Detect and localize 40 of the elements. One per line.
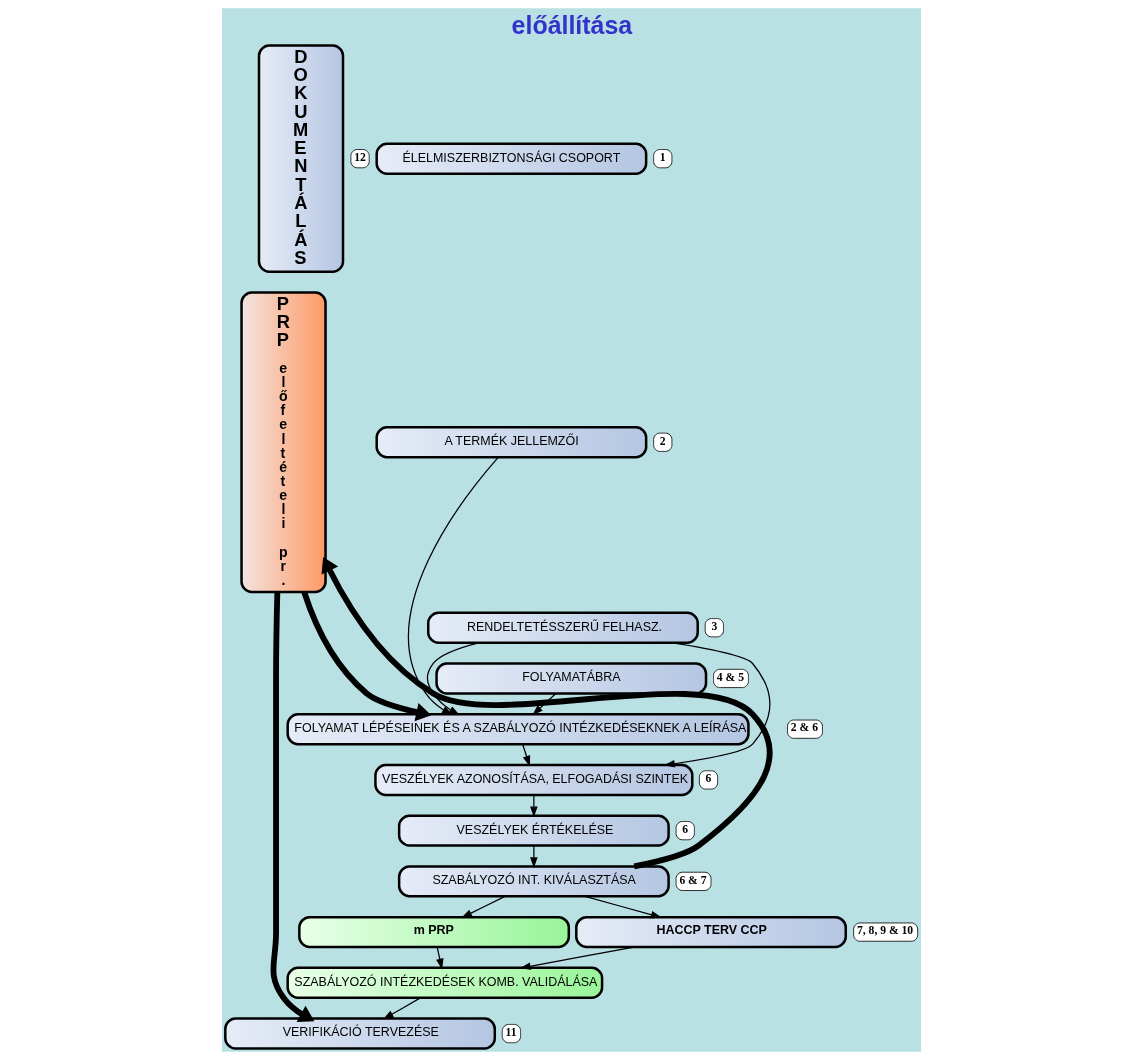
node-label: 2 & 6 [790,721,818,735]
node-label: 6 [681,822,688,836]
arrow [663,642,771,768]
node-label: 7, 8, 9 & 10 [856,924,913,938]
arrow [584,895,662,919]
node-label: 3 [710,619,717,633]
node-box: VERIFIKÁCIÓ TERVEZÉSE [223,1017,496,1050]
node-box: SZABÁLYOZÓ INTÉZKEDÉSEK KOMB. VALIDÁLÁSA [285,966,603,1000]
node-box: VESZÉLYEK ÉRTÉKELÉSE [397,814,670,847]
arrow [531,692,557,716]
node-box: FOLYAMATÁBRA [434,662,707,695]
arrow [435,946,443,970]
arrow [407,456,499,716]
node-box: RENDELTETÉSSZERŰ FELHASZ. [426,611,699,644]
node-label: 6 & 7 [678,873,707,887]
arrow [460,895,506,918]
node-box: HACCP TERV CCP [574,915,847,949]
diagram-title: előállítása [511,10,632,39]
arrow [426,642,480,716]
node-label: 11 [505,1025,517,1039]
node-box: SZABÁLYOZÓ INT. KIVÁLASZTÁSA [397,865,670,898]
node-box: ÉLELMISZERBIZTONSÁGI CSOPORT [374,142,647,175]
node-label: 2 [659,434,666,448]
arrow [529,845,538,869]
arrow [301,591,431,722]
node-label: 1 [659,150,666,164]
node-box: m PRP [297,915,570,949]
node-box: DOKUMENTÁLÁS [257,44,344,273]
node-box: VESZÉLYEK AZONOSÍTÁSA, ELFOGADÁSI SZINTEK [373,763,694,797]
arrow [270,592,314,1023]
node-label: 12 [353,150,366,164]
arrow [529,794,538,818]
node-box: PRP előfeltételi pr. [239,291,327,594]
arrow [521,743,530,767]
node-label: 6 [705,772,711,786]
node-label: 4 & 5 [716,670,744,684]
node-box: FOLYAMAT LÉPÉSEINEK ÉS A SZABÁLYOZÓ INTÉZKEDÉSEKNEK A LEÍRÁSA [285,712,750,746]
arrow [519,946,635,970]
node-box: A TERMÉK JELLEMZŐI [374,426,647,459]
arrow [382,997,421,1020]
